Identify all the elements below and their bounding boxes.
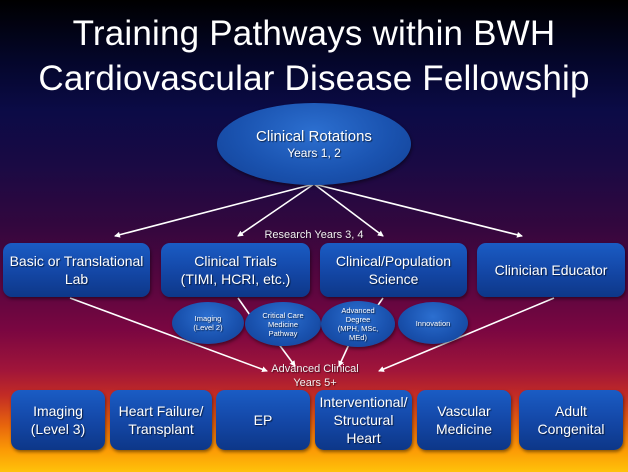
advanced-clinical-label-line-1: Advanced Clinical bbox=[271, 363, 359, 375]
node-adult-congenital: Adult Congenital bbox=[519, 390, 623, 450]
advanced-clinical-label: Advanced Clinical Years 5+ bbox=[230, 362, 400, 390]
node-vascular-medicine: Vascular Medicine bbox=[417, 390, 511, 450]
node-basic-translational-lab: Basic or Translational Lab bbox=[3, 243, 150, 297]
slide-title-line-2: Cardiovascular Disease Fellowship bbox=[38, 59, 590, 98]
arrow-basic-lab-to-advanced bbox=[69, 297, 268, 373]
node-innovation-label: Innovation bbox=[415, 318, 451, 328]
arrow-educator-to-advanced bbox=[378, 297, 555, 372]
node-heart-failure-transplant: Heart Failure/ Transplant bbox=[110, 390, 212, 450]
node-clinical-trials: Clinical Trials (TIMI, HCRI, etc.) bbox=[161, 243, 310, 297]
node-clinical-population-science: Clinical/Population Science bbox=[320, 243, 467, 297]
research-years-label: Research Years 3, 4 bbox=[264, 229, 364, 241]
node-critical-care-medicine-label: Critical Care Medicine Pathway bbox=[262, 310, 304, 338]
arrow-to-clinician-educator bbox=[313, 183, 523, 238]
node-interventional-structural-heart: Interventional/ Structural Heart bbox=[315, 390, 412, 450]
node-clinical-rotations-years: Years 1, 2 bbox=[287, 146, 341, 160]
node-advanced-degree: Advanced Degree (MPH, MSc, MEd) bbox=[321, 301, 395, 347]
node-clinical-rotations: Clinical Rotations Years 1, 2 bbox=[217, 103, 411, 185]
slide-title-line-1: Training Pathways within BWH bbox=[72, 14, 556, 53]
node-ep: EP bbox=[216, 390, 310, 450]
node-innovation: Innovation bbox=[398, 302, 468, 344]
node-imaging-level-2-label: Imaging (Level 2) bbox=[193, 314, 223, 332]
node-clinical-rotations-label: Clinical Rotations bbox=[256, 128, 372, 145]
node-advanced-degree-label: Advanced Degree (MPH, MSc, MEd) bbox=[337, 306, 379, 342]
arrow-to-basic-lab bbox=[114, 183, 315, 238]
node-imaging-level-2: Imaging (Level 2) bbox=[172, 302, 244, 344]
arrow-to-clinical-population bbox=[313, 183, 384, 237]
node-imaging-level-3: Imaging (Level 3) bbox=[11, 390, 105, 450]
arrow-to-clinical-trials bbox=[237, 183, 315, 237]
node-critical-care-medicine: Critical Care Medicine Pathway bbox=[245, 302, 321, 346]
node-clinician-educator: Clinician Educator bbox=[477, 243, 625, 297]
advanced-clinical-label-line-2: Years 5+ bbox=[293, 377, 337, 389]
